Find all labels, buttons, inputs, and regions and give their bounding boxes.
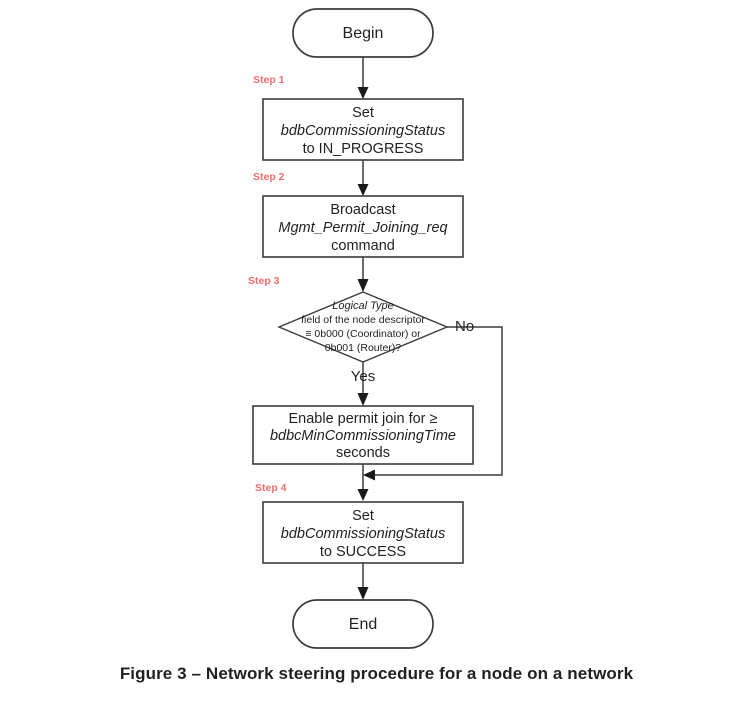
branch-label-yes: Yes <box>351 368 375 385</box>
node-begin-label: Begin <box>343 25 384 42</box>
figure-caption: Figure 3 – Network steering procedure fo… <box>119 664 634 683</box>
node-step4-box[interactable]: Set bdbCommissioningStatus to SUCCESS <box>262 501 464 564</box>
connector-step1-to-step2 <box>357 160 369 196</box>
branch-label-no: No <box>455 318 474 335</box>
node-step3-line-2: field of the node descriptor <box>301 314 425 326</box>
node-step4-line-1: Set <box>352 508 374 524</box>
connector-permitjoin-to-step4 <box>357 464 369 501</box>
node-permit-join-box[interactable]: Enable permit join for ≥ bdbcMinCommissi… <box>252 405 474 465</box>
node-step4-line-2: bdbCommissioningStatus <box>281 526 445 542</box>
node-step3-line-1: Logical Type <box>332 300 394 312</box>
node-step1-box[interactable]: Set bdbCommissioningStatus to IN_PROGRES… <box>262 98 464 161</box>
node-step3-line-3: ≡ 0b000 (Coordinator) or <box>305 328 421 340</box>
node-step2-line-1: Broadcast <box>330 202 395 218</box>
node-step4-line-3: to SUCCESS <box>320 544 406 560</box>
connector-decision-yes-to-permitjoin <box>357 362 369 406</box>
step-label-4: Step 4 <box>255 482 287 494</box>
node-step1-line-3: to IN_PROGRESS <box>303 141 424 157</box>
node-step3-line-4: 0b001 (Router)? <box>325 342 402 354</box>
node-begin[interactable]: Begin <box>292 8 434 58</box>
step-label-3-group: Step 3 <box>248 275 280 287</box>
node-permit-join-line-1: Enable permit join for ≥ <box>288 411 437 427</box>
node-step2-line-2: Mgmt_Permit_Joining_req <box>278 220 447 236</box>
connector-step4-to-end <box>357 563 369 600</box>
step-label-2-group: Step 2 <box>253 171 285 183</box>
step-label-1: Step 1 <box>253 74 285 86</box>
node-step2-box[interactable]: Broadcast Mgmt_Permit_Joining_req comman… <box>262 195 464 258</box>
node-step2-line-3: command <box>331 238 395 254</box>
node-end[interactable]: End <box>292 599 434 649</box>
step-label-3: Step 3 <box>248 275 280 287</box>
connector-decision-no-bypass <box>363 326 503 481</box>
node-step1-line-1: Set <box>352 105 374 121</box>
node-permit-join-line-2: bdbcMinCommissioningTime <box>270 428 456 444</box>
node-end-label: End <box>349 616 377 633</box>
node-permit-join-line-3: seconds <box>336 445 390 461</box>
step-label-1-group: Step 1 <box>253 74 285 86</box>
flowchart-canvas: Begin Step 1 Set bdbCommissioningStatus … <box>248 8 503 649</box>
connector-begin-to-step1 <box>357 57 369 99</box>
node-step1-line-2: bdbCommissioningStatus <box>281 123 445 139</box>
node-step3-decision[interactable]: Logical Type field of the node descripto… <box>277 291 449 363</box>
step-label-2: Step 2 <box>253 171 285 183</box>
connector-step2-to-decision <box>357 257 369 292</box>
step-label-4-group: Step 4 <box>255 482 287 494</box>
